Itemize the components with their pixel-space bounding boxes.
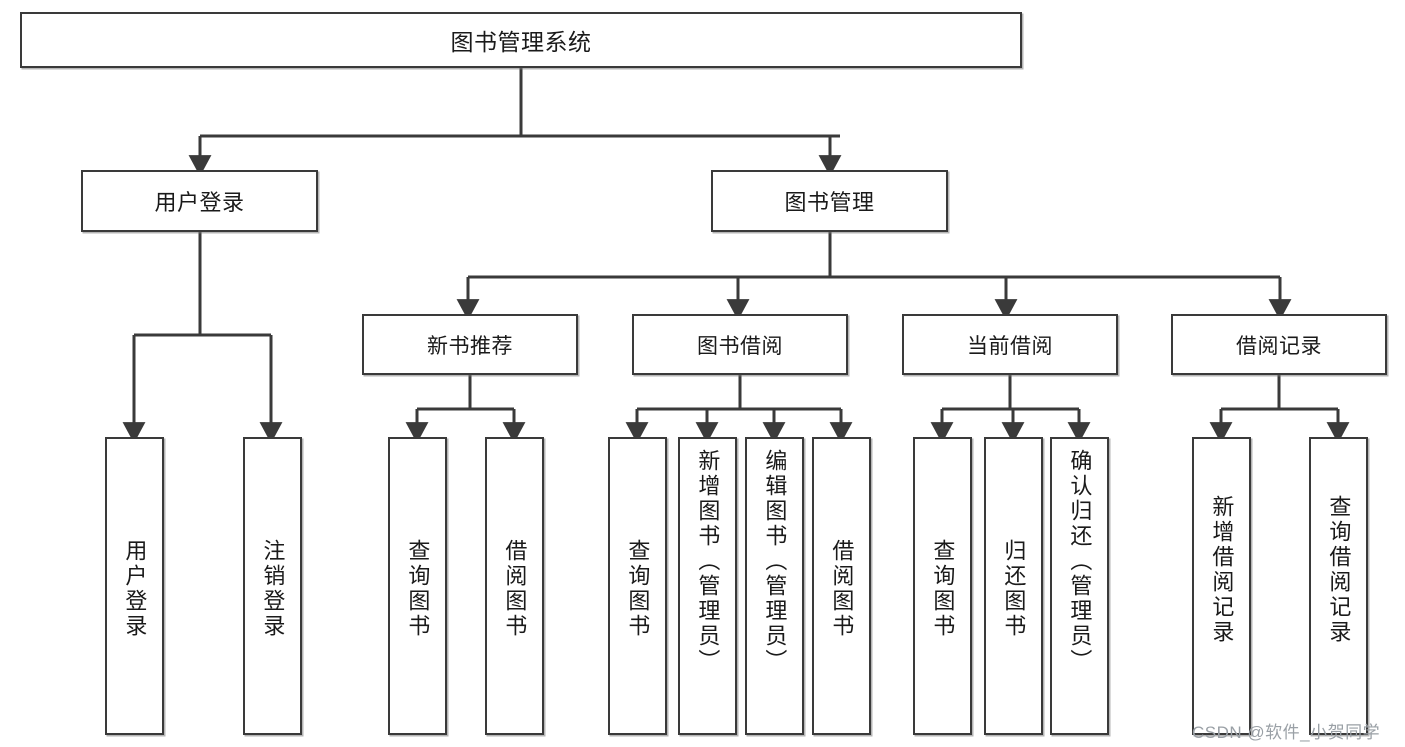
node-leaf-add-book-admin-label: 新增图书（管理员） <box>695 449 721 674</box>
node-leaf-user-login[interactable]: 用户登录 <box>105 437 164 735</box>
node-leaf-user-login-label: 用户登录 <box>122 539 148 639</box>
node-current-borrow[interactable]: 当前借阅 <box>902 314 1118 375</box>
node-leaf-borrow-book-2-label: 借阅图书 <box>829 539 855 639</box>
node-leaf-borrow-book-1-label: 借阅图书 <box>502 539 528 639</box>
node-leaf-query-book-3[interactable]: 查询图书 <box>913 437 972 735</box>
node-new-book-recommend[interactable]: 新书推荐 <box>362 314 578 375</box>
node-book-manage[interactable]: 图书管理 <box>711 170 948 232</box>
node-leaf-logout[interactable]: 注销登录 <box>243 437 302 735</box>
node-leaf-query-record-label: 查询借阅记录 <box>1326 495 1352 645</box>
node-root[interactable]: 图书管理系统 <box>20 12 1022 68</box>
node-book-borrow[interactable]: 图书借阅 <box>632 314 848 375</box>
node-leaf-add-book-admin[interactable]: 新增图书（管理员） <box>678 437 737 735</box>
node-leaf-query-book-1[interactable]: 查询图书 <box>388 437 447 735</box>
node-leaf-add-record[interactable]: 新增借阅记录 <box>1192 437 1251 735</box>
node-leaf-query-book-3-label: 查询图书 <box>930 539 956 639</box>
node-leaf-return-book[interactable]: 归还图书 <box>984 437 1043 735</box>
node-borrow-record-label: 借阅记录 <box>1236 334 1322 358</box>
node-leaf-borrow-book-2[interactable]: 借阅图书 <box>812 437 871 735</box>
node-leaf-edit-book-admin[interactable]: 编辑图书（管理员） <box>745 437 804 735</box>
node-leaf-query-book-1-label: 查询图书 <box>405 539 431 639</box>
node-root-label: 图书管理系统 <box>450 29 592 55</box>
node-leaf-edit-book-admin-label: 编辑图书（管理员） <box>762 449 788 674</box>
node-leaf-borrow-book-1[interactable]: 借阅图书 <box>485 437 544 735</box>
node-user-login[interactable]: 用户登录 <box>81 170 318 232</box>
node-new-book-recommend-label: 新书推荐 <box>427 334 513 358</box>
node-leaf-query-book-2[interactable]: 查询图书 <box>608 437 667 735</box>
node-user-login-label: 用户登录 <box>154 190 245 215</box>
node-leaf-add-record-label: 新增借阅记录 <box>1209 495 1235 645</box>
node-leaf-confirm-return[interactable]: 确认归还（管理员） <box>1050 437 1109 735</box>
node-leaf-query-record[interactable]: 查询借阅记录 <box>1309 437 1368 735</box>
node-borrow-record[interactable]: 借阅记录 <box>1171 314 1387 375</box>
node-current-borrow-label: 当前借阅 <box>967 334 1053 358</box>
node-leaf-query-book-2-label: 查询图书 <box>625 539 651 639</box>
node-book-manage-label: 图书管理 <box>784 190 875 215</box>
node-leaf-return-book-label: 归还图书 <box>1001 539 1027 639</box>
csdn-watermark: CSDN @软件_小贺同学 <box>1192 723 1381 742</box>
node-book-borrow-label: 图书借阅 <box>697 334 783 358</box>
node-leaf-confirm-return-label: 确认归还（管理员） <box>1067 449 1093 674</box>
node-leaf-logout-label: 注销登录 <box>260 539 286 639</box>
